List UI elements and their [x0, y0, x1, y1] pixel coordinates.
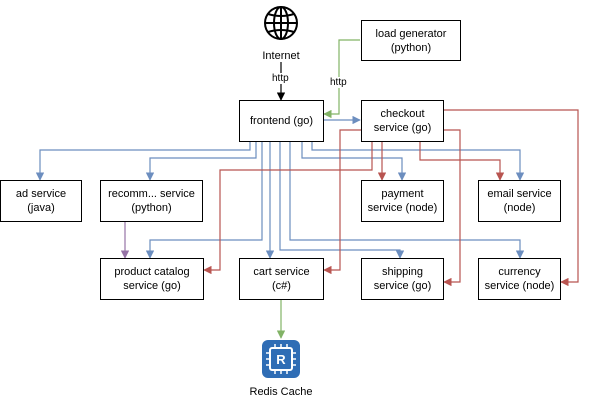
frontend-node: frontend (go): [239, 100, 324, 142]
edge-checkout-cart: [323, 129, 362, 275]
edge-checkout-productcatalog: [203, 142, 373, 275]
email-service-node: email service (node): [478, 180, 561, 222]
email-service-line1: email service: [487, 188, 552, 200]
ad-service-line2: (java): [27, 202, 55, 214]
checkout-line1: checkout: [380, 108, 425, 120]
redis-icon-letter: R: [276, 352, 286, 367]
product-catalog-line1: product catalog: [114, 266, 190, 278]
loadgen-http-label: http: [330, 77, 347, 88]
load-generator-node: load generator (python): [361, 20, 461, 61]
shipping-service-line1: shipping: [382, 266, 423, 278]
payment-service-line2: service (node): [367, 202, 438, 214]
edge-frontend-currency: [289, 142, 525, 259]
ad-service-line1: ad service: [15, 188, 67, 200]
load-generator-line2: (python): [390, 41, 432, 54]
shipping-service-node: shipping service (go): [361, 258, 444, 300]
load-generator-line1: load generator: [375, 27, 447, 40]
cart-service-line1: cart service: [253, 266, 310, 278]
cart-service-node: cart service (c#): [239, 258, 324, 300]
shipping-service-line2: service (go): [373, 280, 432, 292]
checkout-node: checkout service (go): [361, 100, 444, 142]
email-service-line2: (node): [503, 202, 536, 214]
edge-frontend-payment: [301, 142, 407, 181]
edge-frontend-productcatalog: [145, 142, 263, 259]
ad-service-node: ad service (java): [0, 180, 82, 222]
edge-checkout-shipping: [443, 129, 461, 287]
edge-frontend-ad: [35, 142, 251, 181]
edge-frontend-recommendation: [145, 142, 257, 181]
payment-service-node: payment service (node): [361, 180, 444, 222]
internet-http-label: http: [272, 73, 289, 84]
recommendation-service-node: recomm... service (python): [100, 180, 203, 222]
product-catalog-service-node: product catalog service (go): [100, 258, 204, 300]
currency-service-line1: currency: [498, 266, 541, 278]
frontend-line1: frontend (go): [250, 115, 313, 127]
redis-cache-label: Redis Cache: [249, 386, 313, 398]
edge-checkout-currency: [444, 109, 579, 287]
payment-service-line1: payment: [381, 188, 424, 200]
cart-service-line2: (c#): [272, 280, 291, 292]
currency-service-line2: service (node): [484, 280, 555, 292]
globe-icon: [264, 6, 298, 40]
recommendation-service-line1: recomm... service: [108, 188, 195, 200]
product-catalog-line2: service (go): [123, 280, 181, 292]
redis-icon: R: [262, 340, 300, 378]
edge-frontend-email: [311, 142, 525, 181]
recommendation-service-line2: (python): [131, 202, 172, 214]
checkout-line2: service (go): [373, 122, 432, 134]
internet-label: Internet: [262, 50, 300, 62]
currency-service-node: currency service (node): [478, 258, 561, 300]
